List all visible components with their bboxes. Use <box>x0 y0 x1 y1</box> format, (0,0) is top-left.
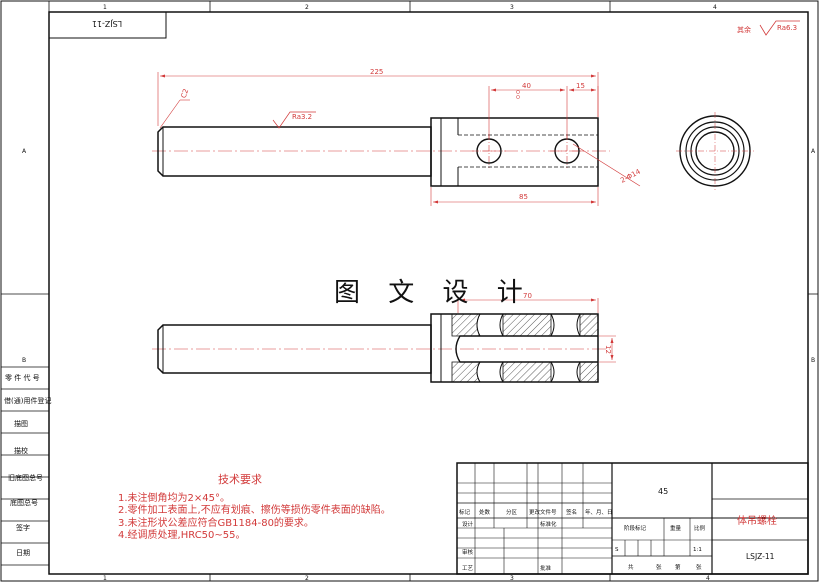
zone-label-bottom-1: 1 <box>103 575 107 582</box>
rev-header-2: 处数 <box>479 508 491 516</box>
roughness-other-label: 其余 <box>737 25 751 34</box>
rev-header-1: 标记 <box>459 508 471 516</box>
tb-total: 共 <box>628 563 634 571</box>
rev-header-4: 更改文件号 <box>529 508 557 516</box>
roughness-shaft-symbol <box>272 111 316 129</box>
dim-fork-length: 85 <box>519 193 528 201</box>
roughness-other-symbol <box>759 20 800 36</box>
dim-end-to-hole: 15 <box>576 82 585 90</box>
tech-item-2: 2.零件加工表面上,不应有划痕、擦伤等损伤零件表面的缺陷。 <box>118 505 391 516</box>
zone-label-top-1: 1 <box>103 4 107 11</box>
dim-hole-pitch: 40 <box>522 82 531 90</box>
section-view: 70 12 <box>152 292 616 383</box>
code-box-text: LSJZ-11 <box>92 19 122 28</box>
zone-label-top-4: 4 <box>713 4 717 11</box>
rev-header-5: 签名 <box>566 508 577 516</box>
title-block <box>456 462 809 575</box>
left-strip-item-5: 旧底图总号 <box>8 473 43 482</box>
tb-weight: 重量 <box>670 524 682 532</box>
dim-overall-length: 225 <box>370 68 383 76</box>
tech-title: 技术要求 <box>218 473 262 486</box>
left-strip-item-2: 借(通)用件登记 <box>4 396 51 405</box>
tb-design: 设计 <box>462 520 474 528</box>
fork-head-outline <box>430 117 599 187</box>
tb-sheet-s: S <box>615 547 619 553</box>
tech-item-1: 1.未注倒角均为2×45°。 <box>118 492 231 504</box>
code-box <box>48 11 167 39</box>
rev-header-6: 年、月、日 <box>585 508 613 516</box>
tb-material: 45 <box>658 487 668 496</box>
tb-stage-mark: 阶段标记 <box>624 524 647 532</box>
shaft-outline <box>157 126 432 177</box>
zone-label-right-a: A <box>811 148 816 155</box>
tb-scale: 1:1 <box>693 547 702 553</box>
roughness-other: 其余 Ra6.3 <box>737 20 800 36</box>
zone-label-right-b: B <box>811 357 815 364</box>
left-strip-item-3: 描图 <box>14 419 28 428</box>
tb-approve: 批准 <box>540 564 552 572</box>
tb-part-name: 体吊螺栓 <box>737 514 777 527</box>
slot-outline <box>455 335 598 363</box>
tech-requirements: 技术要求 1.未注倒角均为2×45°。 2.零件加工表面上,不应有划痕、擦伤等损… <box>118 473 391 543</box>
zone-label-bottom-3: 3 <box>510 575 514 582</box>
roughness-other-value: Ra6.3 <box>777 24 797 32</box>
rev-header-3: 分区 <box>506 508 518 516</box>
left-strip <box>1 366 49 566</box>
left-strip-item-4: 描校 <box>14 446 28 455</box>
tb-sheets: 张 <box>656 563 662 571</box>
tb-review: 审核 <box>462 548 474 556</box>
end-view <box>676 112 754 190</box>
zone-label-top-2: 2 <box>305 4 309 11</box>
roughness-shaft-value: Ra3.2 <box>292 113 312 121</box>
left-strip-item-1: 零 件 代 号 <box>5 373 40 382</box>
tb-drawing-number: LSJZ-11 <box>746 552 775 561</box>
zone-label-left-b: B <box>22 357 26 364</box>
left-strip-item-6: 底图总号 <box>10 498 38 507</box>
dim-holes: 2-Φ14 <box>619 167 642 184</box>
tb-scale-label: 比例 <box>694 524 706 532</box>
tb-page: 第 <box>675 563 681 571</box>
front-view: 225 C2 Ra3.2 40 15 85 <box>152 68 642 206</box>
inner-frame <box>48 11 809 575</box>
holes-leader <box>572 143 641 187</box>
zone-label-bottom-2: 2 <box>305 575 309 582</box>
watermark: 图 文 设 计 <box>334 278 533 308</box>
tb-process: 工艺 <box>462 565 474 572</box>
zone-label-left-a: A <box>22 148 27 155</box>
tb-standardize: 标准化 <box>540 520 557 528</box>
left-strip-item-8: 日期 <box>16 549 30 557</box>
tb-sheet-unit: 张 <box>696 563 702 571</box>
dim-chamfer: C2 <box>180 88 191 100</box>
zone-label-bottom-4: 4 <box>706 575 710 582</box>
tech-item-4: 4.经调质处理,HRC50~55。 <box>118 530 246 541</box>
zone-label-top-3: 3 <box>510 4 514 11</box>
left-strip-item-7: 签字 <box>16 523 30 532</box>
dim-slot-length: 70 <box>523 292 532 300</box>
tech-item-3: 3.未注形状公差应符合GB1184-80的要求。 <box>118 517 314 529</box>
dim-slot-width: 12 <box>604 345 612 354</box>
